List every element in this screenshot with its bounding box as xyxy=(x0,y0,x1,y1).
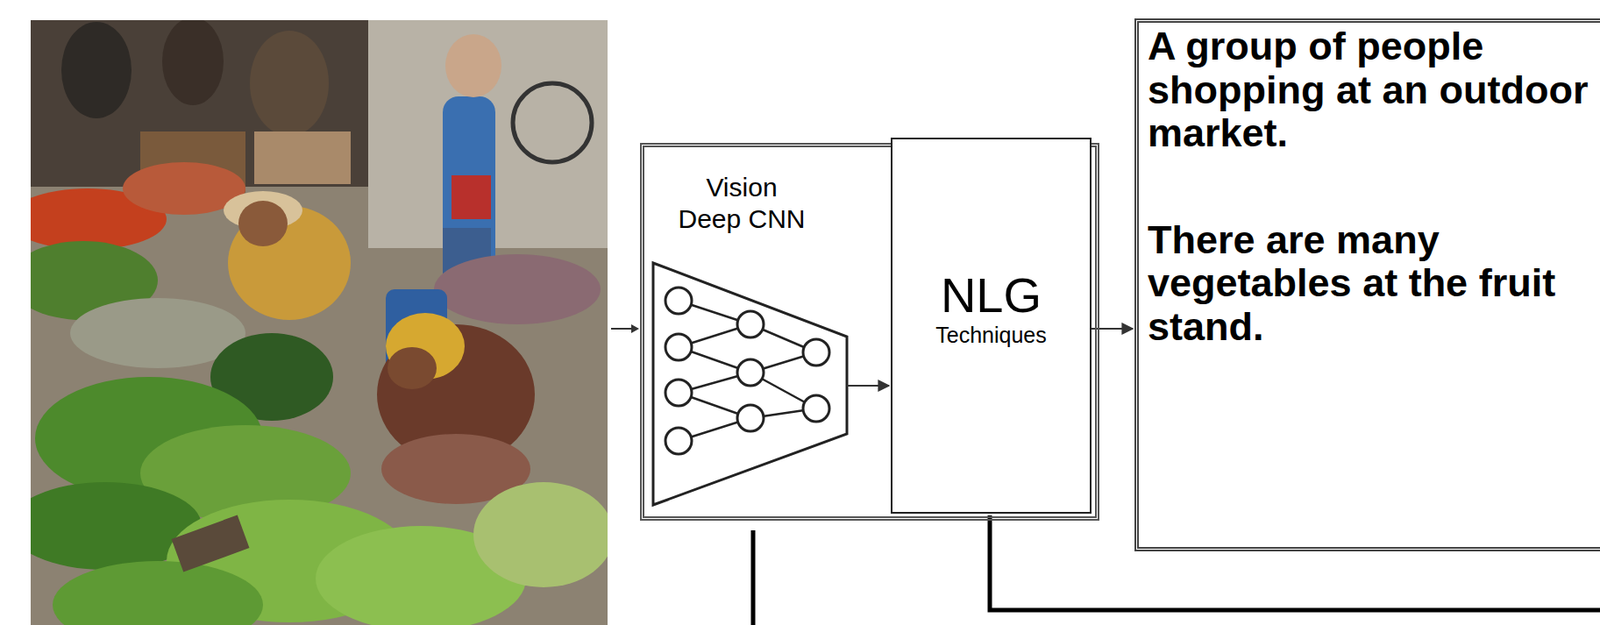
node-text: NLG xyxy=(940,268,1042,323)
caption-box: A group of people shopping at an outdoor… xyxy=(1134,18,1600,552)
arrow-connector xyxy=(846,384,889,387)
nlg-box: NLGTechniques xyxy=(890,137,1092,514)
node-text: A group of people shopping at an outdoor… xyxy=(1147,24,1593,156)
node-text: Vision Deep CNN xyxy=(671,171,812,235)
node-text: Techniques xyxy=(935,321,1046,349)
node-text: There are many vegetables at the fruit s… xyxy=(1147,218,1593,349)
